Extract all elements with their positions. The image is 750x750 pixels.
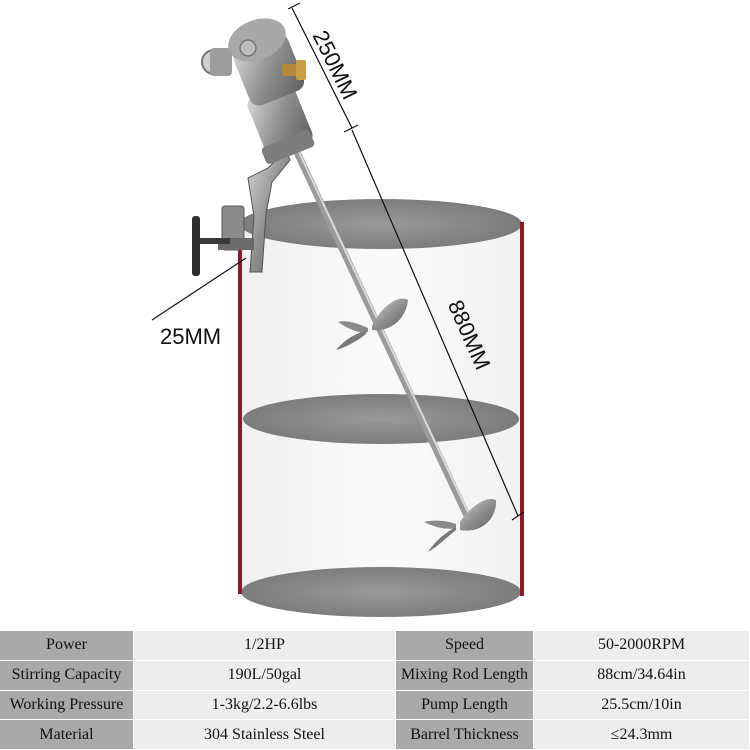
dimension-line-rod	[351, 129, 519, 517]
spec-value: 25.5cm/10in	[534, 690, 750, 721]
spec-label: Stirring Capacity	[0, 660, 134, 691]
spec-label: Speed	[396, 631, 534, 661]
dimension-tick-rod-bottom	[511, 511, 525, 521]
spec-row: Material 304 Stainless Steel Barrel Thic…	[0, 720, 750, 750]
spec-value: 190L/50gal	[134, 660, 396, 691]
dimension-tick-motor-top	[287, 2, 301, 10]
spec-label: Working Pressure	[0, 690, 134, 721]
dimension-tick-motor-bottom	[343, 124, 359, 133]
spec-value: 1/2HP	[134, 631, 396, 661]
spec-value: ≤24.3mm	[534, 720, 750, 750]
spec-label: Barrel Thickness	[396, 720, 534, 750]
spec-label: Mixing Rod Length	[396, 660, 534, 691]
dimension-line-motor	[291, 7, 353, 129]
spec-row: Working Pressure 1-3kg/2.2-6.6lbs Pump L…	[0, 690, 750, 721]
barrel-bottom-disc	[241, 567, 521, 617]
pneumatic-motor-icon	[201, 18, 315, 164]
barrel-top-disc	[240, 199, 522, 249]
upper-impeller-icon	[336, 298, 408, 350]
clamp-handle-icon	[192, 216, 230, 276]
spec-label: Power	[0, 631, 134, 661]
spec-value: 50-2000RPM	[534, 631, 750, 661]
mixer-diagram: 250MM 880MM 25MM	[151, 2, 525, 617]
lower-impeller-icon	[424, 498, 497, 552]
spec-value: 88cm/34.64in	[534, 660, 750, 691]
spec-value: 304 Stainless Steel	[134, 720, 396, 750]
barrel-middle-disc	[243, 394, 519, 444]
spec-row: Stirring Capacity 190L/50gal Mixing Rod …	[0, 660, 750, 691]
spec-table: Power 1/2HP Speed 50-2000RPM Stirring Ca…	[0, 631, 750, 750]
spec-row: Power 1/2HP Speed 50-2000RPM	[0, 631, 750, 661]
dimension-label-clamp: 25MM	[160, 324, 222, 349]
spec-label: Pump Length	[396, 690, 534, 721]
mixer-illustration	[151, 2, 525, 617]
mixing-rod	[292, 146, 474, 526]
spec-value: 1-3kg/2.2-6.6lbs	[134, 690, 396, 721]
spec-label: Material	[0, 720, 134, 750]
mixing-rod-highlight	[297, 149, 473, 522]
dimension-leader-clamp	[151, 257, 247, 321]
